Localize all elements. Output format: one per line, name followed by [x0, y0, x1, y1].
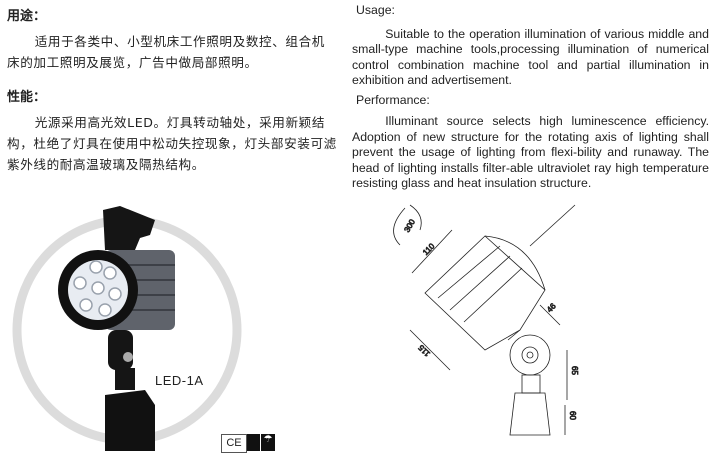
performance-heading-en: Performance:: [356, 92, 430, 107]
performance-text-cn: 光源采用高光效LED。灯具转动轴处，采用新颖结构，杜绝了灯具在使用中松动失控现象…: [7, 115, 337, 172]
performance-text-en: Illuminant source selects high luminesce…: [352, 114, 709, 190]
dim-110: 110: [421, 241, 437, 257]
dim-115: 115: [416, 343, 432, 359]
ce-mark: CE: [221, 434, 247, 453]
performance-heading-cn: 性能：: [7, 90, 47, 105]
chinese-description: 用途： 适用于各类中、小型机床工作照明及数控、组合机床的加工照明及展览，广告中做…: [7, 6, 337, 175]
dimension-drawing: 300 110 115 46 65 60: [393, 204, 579, 436]
usage-text-en: Suitable to the operation illumination o…: [352, 26, 709, 88]
lamp-photo: [12, 206, 242, 451]
usage-text-cn: 适用于各类中、小型机床工作照明及数控、组合机床的加工照明及展览，广告中做局部照明…: [7, 34, 325, 70]
english-description: Usage: Suitable to the operation illumin…: [352, 3, 709, 192]
dim-60: 60: [568, 411, 577, 420]
usage-heading-en: Usage:: [356, 3, 395, 17]
usage-heading-cn: 用途：: [7, 9, 47, 24]
dim-65: 65: [570, 366, 579, 375]
dim-rotation: 300: [403, 217, 418, 234]
umbrella-icon: ☂: [261, 434, 275, 451]
product-model-label: LED-1A: [155, 373, 204, 388]
cert-icon: [247, 434, 260, 451]
